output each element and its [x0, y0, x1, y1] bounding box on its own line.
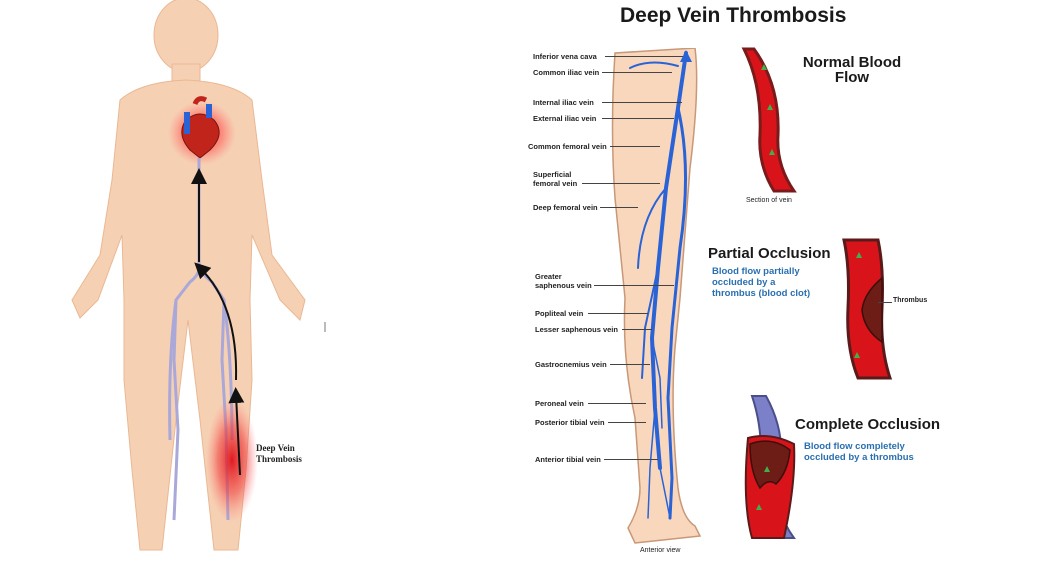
label-greater: Greater: [535, 272, 562, 281]
partial-desc-line3: thrombus (blood clot): [712, 288, 810, 299]
complete-desc-line1: Blood flow completely: [804, 441, 914, 452]
body-figure: [0, 0, 330, 558]
section-of-vein-caption: Section of vein: [746, 197, 792, 204]
label-popliteal-vein: Popliteal vein: [535, 309, 583, 318]
body-silhouette: [72, 0, 305, 550]
label-internal-iliac-vein: Internal iliac vein: [533, 98, 594, 107]
complete-desc-line2: occluded by a thrombus: [804, 452, 914, 463]
dvt-info-panel: Deep Vein Thrombosis Inferior vena cava …: [500, 0, 1062, 558]
label-deep-femoral-vein: Deep femoral vein: [533, 203, 598, 212]
body-figure-panel: Deep Vein Thrombosis: [0, 0, 330, 558]
clot-glow: [206, 398, 258, 522]
partial-desc-line2: occluded by a: [712, 277, 810, 288]
anterior-view-label: Anterior view: [640, 547, 680, 554]
leg-illustration: [600, 48, 710, 548]
dvt-label-line1: Deep Vein: [256, 443, 302, 454]
label-posterior-tibial-vein: Posterior tibial vein: [535, 418, 605, 427]
label-common-femoral-vein: Common femoral vein: [528, 142, 607, 151]
label-saphenous-vein: saphenous vein: [535, 281, 592, 290]
label-anterior-tibial-vein: Anterior tibial vein: [535, 455, 601, 464]
normal-title-line1: Normal Blood: [802, 55, 902, 70]
label-inferior-vena-cava: Inferior vena cava: [533, 52, 597, 61]
label-femoral-vein: femoral vein: [533, 179, 577, 188]
panel-title: Deep Vein Thrombosis: [620, 4, 846, 28]
complete-title: Complete Occlusion: [795, 417, 940, 432]
label-peroneal-vein: Peroneal vein: [535, 399, 584, 408]
normal-vein-section: [740, 45, 800, 195]
label-gastrocnemius-vein: Gastrocnemius vein: [535, 360, 607, 369]
dvt-label: Deep Vein Thrombosis: [256, 443, 302, 465]
normal-title: Normal Blood Flow: [802, 55, 902, 85]
edge-mark: [324, 322, 326, 332]
label-lesser-saphenous-vein: Lesser saphenous vein: [535, 325, 618, 334]
partial-title: Partial Occlusion: [708, 246, 831, 261]
label-common-iliac-vein: Common iliac vein: [533, 68, 599, 77]
partial-vein-section: [838, 238, 894, 382]
thrombus-leader: [878, 302, 892, 303]
complete-desc: Blood flow completely occluded by a thro…: [804, 441, 914, 463]
partial-desc: Blood flow partially occluded by a throm…: [712, 266, 810, 299]
label-external-iliac-vein: External iliac vein: [533, 114, 596, 123]
normal-title-line2: Flow: [802, 70, 902, 85]
thrombus-label: Thrombus: [893, 297, 927, 304]
complete-vein-section: [740, 392, 804, 542]
dvt-label-line2: Thrombosis: [256, 454, 302, 465]
partial-desc-line1: Blood flow partially: [712, 266, 810, 277]
label-superficial: Superficial: [533, 170, 571, 179]
